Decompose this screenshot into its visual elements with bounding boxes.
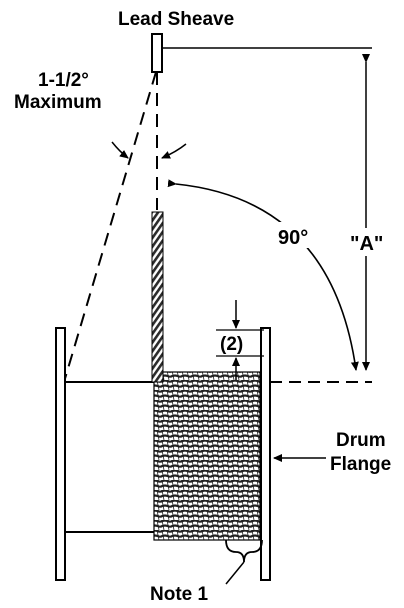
note-leader — [225, 561, 245, 585]
max-angle-label-2: Maximum — [14, 92, 102, 113]
fleet-angle-line — [63, 71, 157, 383]
drum-flange-label-1: Drum — [336, 430, 386, 451]
rope-lead-segment — [151, 211, 164, 383]
dimension-a-label: "A" — [350, 233, 383, 255]
drum-flange-right — [260, 327, 271, 581]
right-angle-label: 90° — [278, 227, 308, 249]
max-angle-label-1: 1-1/2° — [38, 70, 89, 91]
lead-sheave-label: Lead Sheave — [118, 9, 234, 30]
note-1-label: Note 1 — [150, 584, 209, 605]
angle-arrow-right — [161, 143, 187, 159]
drum-flange-left — [55, 327, 66, 581]
drum-flange-label-2: Flange — [330, 454, 391, 475]
rope-coils — [153, 371, 261, 541]
right-angle-label-bg — [274, 222, 316, 248]
lead-sheave — [151, 33, 163, 73]
angle-arrow-left — [111, 141, 129, 159]
note-brace — [225, 539, 263, 563]
gap-label: (2) — [220, 334, 243, 355]
